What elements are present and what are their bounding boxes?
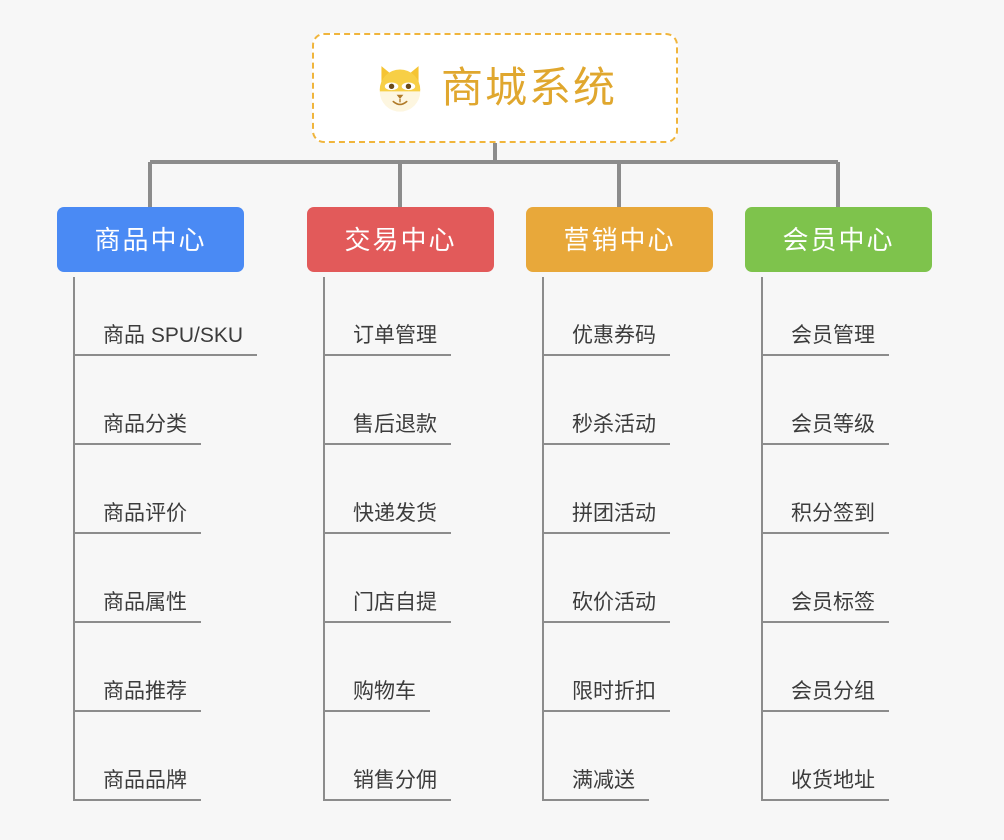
leaf-item-label: 拼团活动 [542,502,670,534]
category-box-member-center[interactable]: 会员中心 [745,207,932,272]
leaf-item-label: 积分签到 [761,502,889,534]
leaf-item-label: 销售分佣 [323,769,451,801]
leaf-item[interactable]: 商品品牌 [73,755,201,801]
leaf-item-label: 会员管理 [761,324,889,356]
root-node[interactable]: 商城系统 [312,33,678,143]
category-label: 交易中心 [344,224,457,255]
column-spine-marketing-center [542,277,544,801]
leaf-item-label: 收货地址 [761,769,889,801]
leaf-item-label: 订单管理 [323,324,451,356]
leaf-item[interactable]: 订单管理 [323,310,451,356]
leaf-item-label: 商品 SPU/SKU [73,324,258,356]
leaf-item-label: 会员标签 [761,591,889,623]
category-box-marketing-center[interactable]: 营销中心 [526,207,713,272]
leaf-item[interactable]: 会员标签 [761,577,889,623]
shiba-dog-face-icon [379,66,421,112]
leaf-item-label: 优惠券码 [542,324,670,356]
column-spine-member-center [761,277,763,801]
leaf-item[interactable]: 秒杀活动 [542,399,670,445]
leaf-item[interactable]: 拼团活动 [542,488,670,534]
category-box-trade-center[interactable]: 交易中心 [307,207,494,272]
leaf-item-label: 秒杀活动 [542,413,670,445]
column-spine-trade-center [323,277,325,801]
leaf-item[interactable]: 会员等级 [761,399,889,445]
root-title: 商城系统 [440,64,617,111]
leaf-item-label: 售后退款 [323,413,451,445]
leaf-item-label: 砍价活动 [542,591,670,623]
leaf-item-label: 满减送 [542,769,649,801]
leaf-item-label: 快递发货 [323,502,451,534]
leaf-item[interactable]: 售后退款 [323,399,451,445]
leaf-item[interactable]: 商品分类 [73,399,201,445]
category-label: 会员中心 [782,224,895,255]
leaf-item[interactable]: 购物车 [323,666,430,712]
leaf-item-label: 门店自提 [323,591,451,623]
leaf-item-label: 限时折扣 [542,680,670,712]
leaf-item-label: 会员分组 [761,680,889,712]
leaf-item[interactable]: 商品属性 [73,577,201,623]
category-label: 营销中心 [563,224,676,255]
leaf-item[interactable]: 砍价活动 [542,577,670,623]
leaf-item[interactable]: 销售分佣 [323,755,451,801]
leaf-item[interactable]: 会员分组 [761,666,889,712]
category-label: 商品中心 [94,224,207,255]
leaf-item[interactable]: 限时折扣 [542,666,670,712]
leaf-item[interactable]: 门店自提 [323,577,451,623]
leaf-item[interactable]: 收货地址 [761,755,889,801]
leaf-item[interactable]: 商品评价 [73,488,201,534]
leaf-item-label: 商品属性 [73,591,201,623]
leaf-item[interactable]: 快递发货 [323,488,451,534]
leaf-item-label: 会员等级 [761,413,889,445]
column-spine-product-center [73,277,75,801]
leaf-item-label: 商品品牌 [73,769,201,801]
leaf-item-label: 商品分类 [73,413,201,445]
category-box-product-center[interactable]: 商品中心 [57,207,244,272]
leaf-item-label: 商品评价 [73,502,201,534]
leaf-item-label: 购物车 [323,680,430,712]
leaf-item[interactable]: 会员管理 [761,310,889,356]
leaf-item[interactable]: 商品 SPU/SKU [73,310,258,356]
leaf-item[interactable]: 商品推荐 [73,666,201,712]
leaf-item[interactable]: 优惠券码 [542,310,670,356]
leaf-item[interactable]: 满减送 [542,755,649,801]
leaf-item-label: 商品推荐 [73,680,201,712]
leaf-item[interactable]: 积分签到 [761,488,889,534]
